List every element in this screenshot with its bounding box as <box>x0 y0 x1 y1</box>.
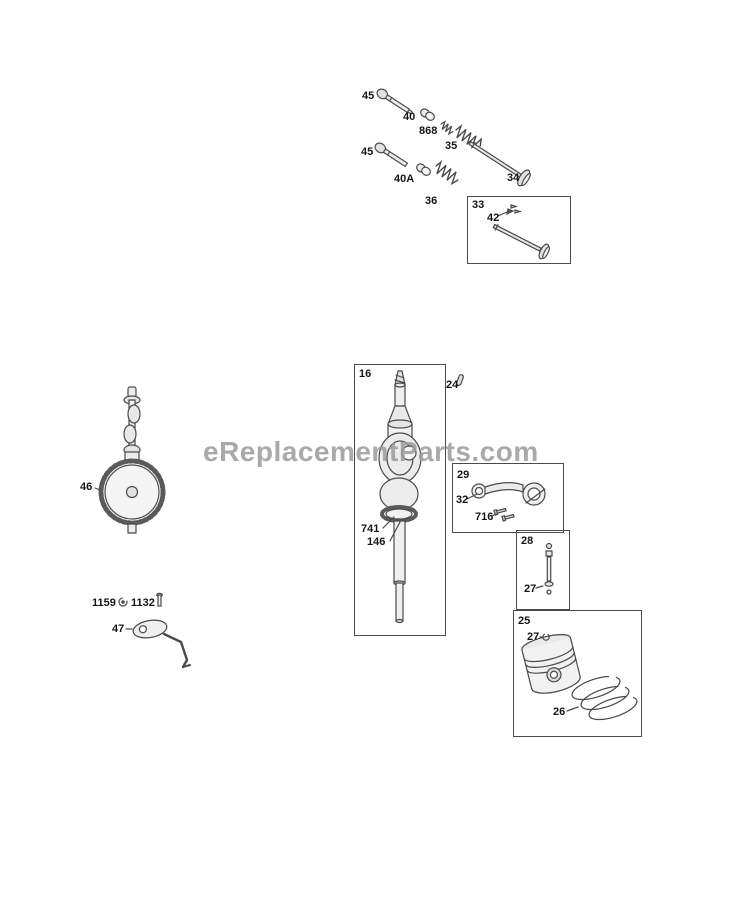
retainer-40A <box>415 162 432 177</box>
pin-parts-drawing-28 <box>536 544 553 595</box>
part-label-46: 46 <box>80 481 93 493</box>
camshaft-drawing <box>95 387 163 533</box>
part-label-36: 36 <box>425 195 438 207</box>
connecting-rod-drawing <box>467 483 545 521</box>
valve-42 <box>490 219 551 261</box>
part-label-146: 146 <box>367 536 386 548</box>
part-label-35: 35 <box>445 140 458 152</box>
part-label-16: 16 <box>359 368 372 380</box>
part-label-28: 28 <box>521 535 534 547</box>
valve-34 <box>465 135 533 188</box>
part-label-47: 47 <box>112 623 125 635</box>
governor-arm-47 <box>126 618 190 667</box>
group-box-25 <box>513 610 642 737</box>
retainer-40 <box>419 107 436 122</box>
part-label-1159: 1159 <box>92 597 116 609</box>
part-label-868: 868 <box>419 125 438 137</box>
part-label-29: 29 <box>457 469 470 481</box>
part-label-33: 33 <box>472 199 485 211</box>
pin-1132 <box>157 593 163 606</box>
part-label-40A: 40A <box>394 173 415 185</box>
part-label-42: 42 <box>487 212 500 224</box>
part-label-34: 34 <box>507 172 520 184</box>
valve-stem-45-top <box>375 87 414 117</box>
part-label-45-b: 45 <box>361 146 374 158</box>
part-label-32: 32 <box>456 494 469 506</box>
piston-clip-27 <box>540 634 549 640</box>
piston-rings-drawing-26 <box>567 672 640 725</box>
part-label-27-a: 27 <box>524 583 537 595</box>
group-box-16 <box>354 364 446 636</box>
clip-1159 <box>119 598 127 606</box>
piston-drawing <box>520 631 582 697</box>
valve-stem-45-b <box>373 141 409 168</box>
group-box-28 <box>516 530 570 610</box>
part-label-716: 716 <box>475 511 494 523</box>
spring-868 <box>439 121 455 135</box>
part-label-45-top: 45 <box>362 90 375 102</box>
spring-36 <box>433 161 461 185</box>
key-24 <box>456 374 464 386</box>
part-label-25: 25 <box>518 615 531 627</box>
part-label-1132: 1132 <box>131 597 155 609</box>
part-label-26: 26 <box>553 706 566 718</box>
part-label-40: 40 <box>403 111 416 123</box>
part-label-27-b: 27 <box>527 631 540 643</box>
part-label-24: 24 <box>446 379 459 391</box>
watermark: eReplacementParts.com <box>203 436 539 467</box>
group-box-33 <box>467 196 571 264</box>
part-label-741: 741 <box>361 523 380 535</box>
crankshaft-drawing <box>379 371 421 623</box>
group-box-29 <box>452 463 564 533</box>
valve-keepers-42 <box>498 205 520 216</box>
